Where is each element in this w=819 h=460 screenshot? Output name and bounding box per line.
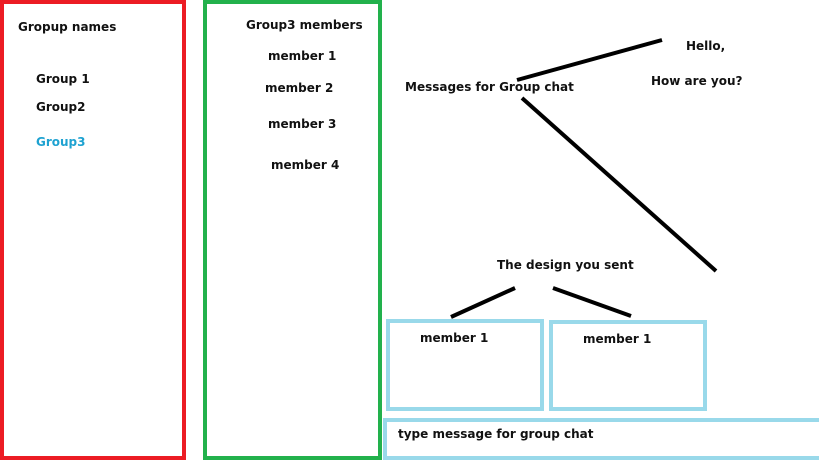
connector-to-message (516, 38, 663, 82)
member-item-2[interactable]: member 2 (265, 81, 334, 95)
members-panel (203, 0, 382, 460)
group-item-1[interactable]: Group 1 (36, 72, 90, 86)
member-card-1[interactable] (386, 319, 544, 411)
group-item-2[interactable]: Group2 (36, 100, 86, 114)
message-line-1: Hello, (686, 39, 726, 53)
group-item-3-selected[interactable]: Group3 (36, 135, 86, 149)
design-label: The design you sent (497, 258, 634, 272)
member-item-4[interactable]: member 4 (271, 158, 340, 172)
member-card-2-label: member 1 (583, 332, 652, 346)
member-item-1[interactable]: member 1 (268, 49, 337, 63)
member-card-2[interactable] (549, 320, 707, 411)
connector-to-design (520, 96, 718, 273)
connector-to-card-1 (450, 286, 516, 319)
messages-label: Messages for Group chat (405, 80, 574, 94)
message-input-placeholder: type message for group chat (398, 427, 594, 441)
members-heading: Group3 members (246, 18, 363, 32)
group-list-panel (0, 0, 186, 460)
connector-to-card-2 (552, 286, 632, 318)
member-item-3[interactable]: member 3 (268, 117, 337, 131)
member-card-1-label: member 1 (420, 331, 489, 345)
message-line-2: How are you? (651, 74, 743, 88)
message-input[interactable] (383, 418, 819, 460)
group-list-heading: Gropup names (18, 20, 117, 34)
